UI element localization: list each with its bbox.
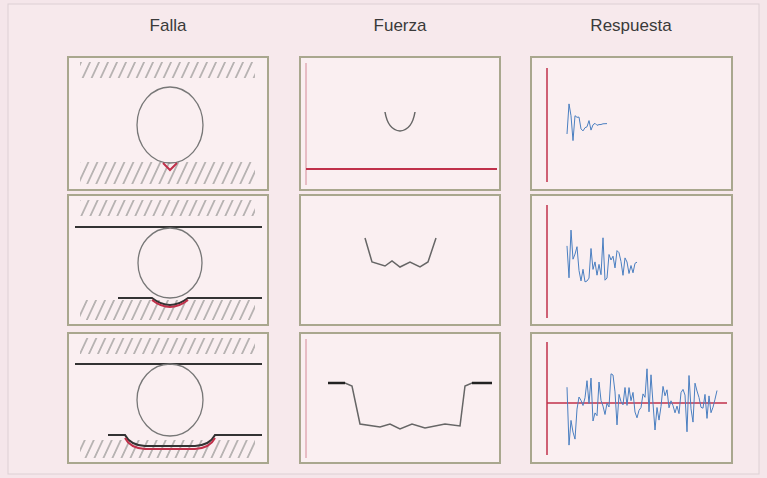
panels — [68, 57, 732, 463]
vibration-signal — [567, 104, 607, 141]
bearing-sketches — [75, 62, 262, 458]
column-heading: Falla — [150, 16, 187, 36]
vibration-signal — [567, 230, 637, 282]
vibration-signal — [567, 369, 717, 445]
column-heading: Fuerza — [374, 16, 427, 36]
response-signals — [547, 68, 727, 455]
column-heading: Respuesta — [590, 16, 671, 36]
frame — [8, 4, 759, 474]
force-curves — [306, 63, 497, 458]
